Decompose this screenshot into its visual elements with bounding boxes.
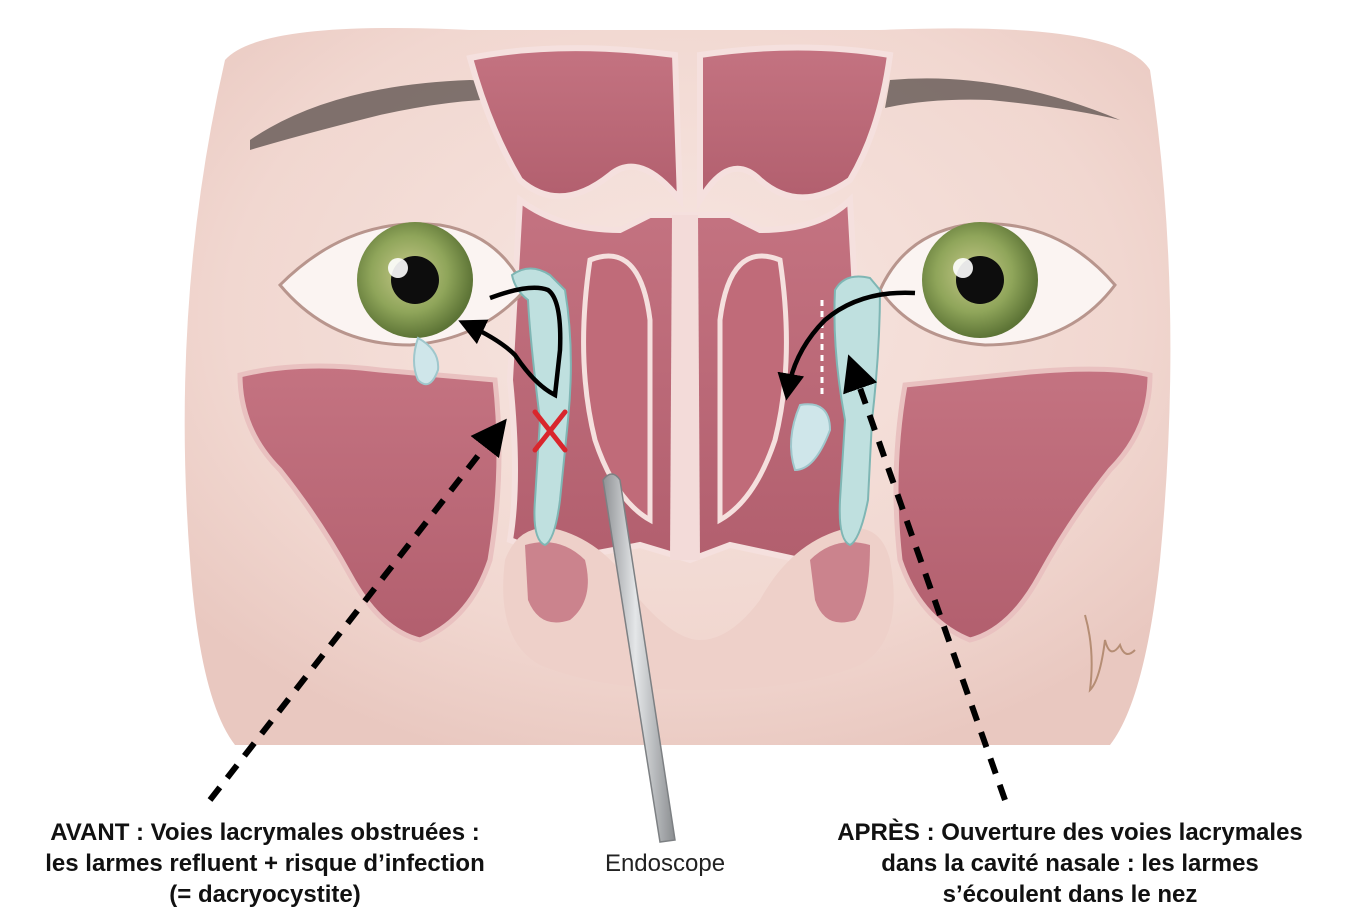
nostril-left — [525, 542, 588, 622]
caption-after-line-2: dans la cavité nasale : les larmes — [790, 848, 1350, 879]
caption-before: AVANT : Voies lacrymales obstruées : les… — [0, 817, 530, 910]
caption-after: APRÈS : Ouverture des voies lacrymales d… — [790, 817, 1350, 910]
caption-after-line-1: APRÈS : Ouverture des voies lacrymales — [790, 817, 1350, 848]
caption-before-line-1: AVANT : Voies lacrymales obstruées : — [0, 817, 530, 848]
nasal-septum — [670, 215, 700, 560]
caption-before-line-3: (= dacryocystite) — [0, 879, 530, 910]
caption-after-line-3: s’écoulent dans le nez — [790, 879, 1350, 910]
caption-before-line-2: les larmes refluent + risque d’infection — [0, 848, 530, 879]
endoscope-label: Endoscope — [560, 848, 770, 879]
